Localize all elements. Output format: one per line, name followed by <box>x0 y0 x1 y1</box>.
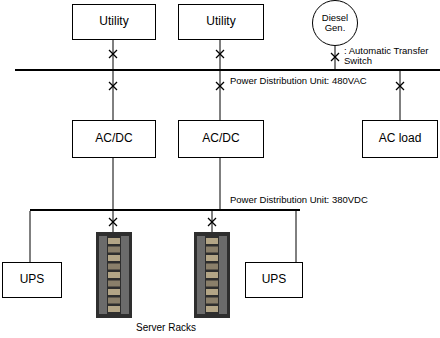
power-line <box>296 211 297 262</box>
server-rack <box>96 232 132 318</box>
node-label: UPS <box>20 273 45 287</box>
power-line <box>113 71 114 120</box>
ups-box: UPS <box>2 262 62 298</box>
bus-label: Power Distribution Unit: 480VAC <box>228 75 369 86</box>
node-label: AC load <box>379 132 422 146</box>
generator-circle: Diesel Gen. <box>312 0 358 46</box>
converter-box: AC/DC <box>72 120 156 158</box>
power-line <box>335 46 336 69</box>
power-line <box>113 40 114 69</box>
caption-label: Server Racks <box>136 322 196 333</box>
bus-bar: Power Distribution Unit: 480VAC <box>15 69 440 71</box>
node-label: Utility <box>206 15 235 29</box>
source-box: Utility <box>178 4 264 40</box>
server-rack-illustration <box>96 232 230 318</box>
power-line <box>220 158 221 209</box>
switch-mark <box>109 218 117 226</box>
converter-box: AC/DC <box>178 120 264 158</box>
bus-label: Power Distribution Unit: 380VDC <box>228 194 370 205</box>
bus-bar: Power Distribution Unit: 380VDC <box>30 209 300 211</box>
server-rack <box>194 232 230 318</box>
wire <box>113 211 212 232</box>
node-label: UPS <box>262 273 287 287</box>
switch-mark <box>208 218 216 226</box>
load-box: AC load <box>362 120 438 158</box>
power-line <box>113 158 114 209</box>
power-line <box>400 71 401 120</box>
power-line <box>220 71 221 120</box>
ups-box: UPS <box>245 262 303 298</box>
power-line <box>30 211 31 262</box>
node-label: Diesel Gen. <box>318 13 352 33</box>
node-label: AC/DC <box>95 132 132 146</box>
power-line <box>220 40 221 69</box>
node-label: Utility <box>99 15 128 29</box>
legend-text: : Automatic Transfer Switch <box>344 46 436 67</box>
source-box: Utility <box>72 4 156 40</box>
node-label: AC/DC <box>202 132 239 146</box>
